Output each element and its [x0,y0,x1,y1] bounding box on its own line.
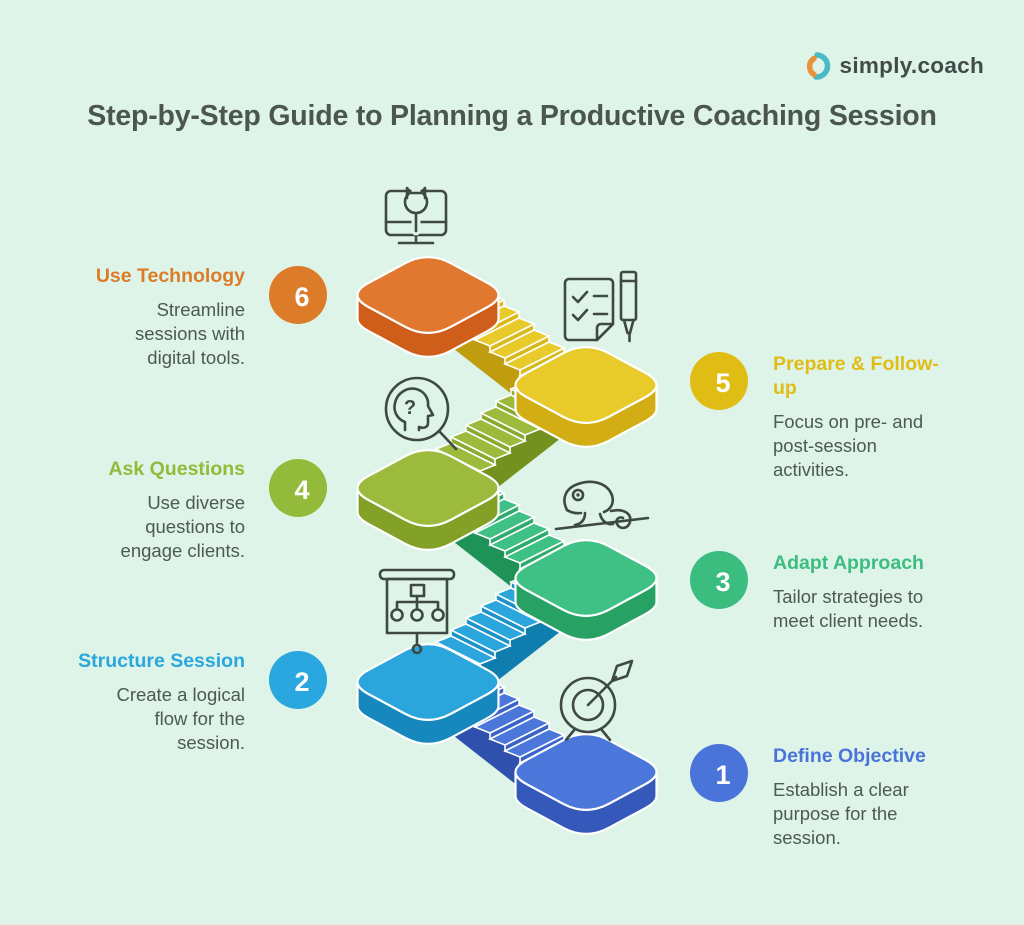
step-3-block: Adapt Approach Tailor strategies to meet… [773,552,948,633]
logo: simply.coach [801,50,985,82]
step-4-description: Use diverse questions to engage clients. [120,491,245,561]
step-5-title: Prepare & Follow-up [773,353,939,399]
simply-coach-mark-icon [806,52,830,80]
step-2-description: Create a logical flow for the session. [116,683,245,753]
step-1-block: Define Objective Establish a clear purpo… [773,745,948,850]
step-5-block: Prepare & Follow-up Focus on pre- and po… [773,353,948,482]
step-5-badge: 5 [690,352,748,410]
step-1-number: 1 [715,759,731,790]
step-2-block: Structure Session Create a logical flow … [73,650,245,755]
step-1-title: Define Objective [773,745,926,767]
step-5-number: 5 [715,367,731,398]
svg-text:?: ? [404,397,416,419]
head-question-magnifier-icon: ? [384,376,458,451]
chameleon-icon [554,480,650,531]
step-6-description: Streamline sessions with digital tools. [134,298,245,368]
step-4-number: 4 [294,474,310,505]
step-6-badge: 6 [269,266,327,324]
step-5-description: Focus on pre- and post-session activitie… [773,410,924,480]
step-6-title: Use Technology [95,265,245,287]
step-4-block: Ask Questions Use diverse questions to e… [73,458,245,563]
step-1-description: Establish a clear purpose for the sessio… [773,778,909,848]
step-1-badge: 1 [690,744,748,802]
step-6-number: 6 [294,281,310,312]
step-3-number: 3 [715,566,731,597]
step-2-title: Structure Session [78,650,245,672]
step-2-badge: 2 [269,651,327,709]
step-6-block: Use Technology Streamline sessions with … [73,265,245,370]
step-4-title: Ask Questions [108,458,245,480]
step-3-title: Adapt Approach [773,552,924,574]
target-dart-icon [559,659,634,742]
step-4-badge: 4 [269,459,327,517]
monitor-wrench-icon [384,181,448,245]
logo-text: simply.coach [839,53,984,78]
step-3-description: Tailor strategies to meet client needs. [773,585,924,631]
step-3-badge: 3 [690,551,748,609]
checklist-pen-icon [563,270,638,343]
presentation-board-icon [378,568,456,655]
page-title: Step-by-Step Guide to Planning a Product… [87,100,937,132]
step-2-number: 2 [294,666,310,697]
